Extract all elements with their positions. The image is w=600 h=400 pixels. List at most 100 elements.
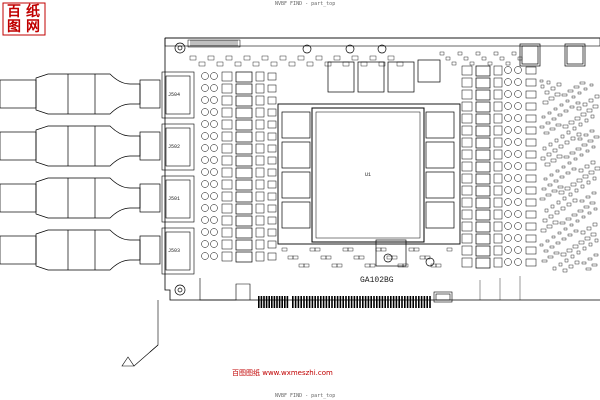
pcie-finger <box>308 296 311 308</box>
logo-char-2: 图 <box>7 19 21 35</box>
component-pad <box>548 214 554 219</box>
component-pad <box>551 117 557 121</box>
component-pad <box>267 120 277 129</box>
component-pad <box>557 113 563 117</box>
capacitor <box>210 156 218 164</box>
component-pad <box>547 255 554 259</box>
component-pad <box>235 227 253 239</box>
component-pad <box>235 215 253 227</box>
component-pad <box>579 81 586 85</box>
pcie-edge-connector <box>258 296 431 308</box>
component-pad <box>221 179 233 190</box>
component-pad <box>255 251 265 262</box>
component-pad <box>584 164 590 169</box>
component-pad <box>549 173 554 177</box>
component-pad <box>578 168 584 173</box>
component-pad <box>446 247 453 252</box>
component-pad <box>525 90 537 99</box>
component-pad <box>570 136 576 141</box>
pcie-finger <box>356 296 358 308</box>
capacitor <box>504 138 512 146</box>
component-pad <box>542 100 549 105</box>
capacitor <box>210 168 218 176</box>
component-pad <box>235 83 253 95</box>
watermark: 百图图纸 www.wxmeszhi.com <box>232 369 333 377</box>
component-pad <box>221 215 233 226</box>
component-pad <box>353 255 360 260</box>
pcie-finger <box>350 296 353 308</box>
component-pad <box>573 85 580 89</box>
capacitor <box>514 198 522 206</box>
component-pad <box>267 240 277 249</box>
component-pad <box>563 227 568 231</box>
component-pad <box>540 84 545 89</box>
logo-frame <box>2 2 46 36</box>
component-pad <box>587 139 594 143</box>
component-pad <box>571 167 577 171</box>
component-pad <box>234 61 242 67</box>
component-pad <box>475 197 491 209</box>
pcie-finger <box>286 296 289 308</box>
component-pad <box>543 249 549 253</box>
component-pad <box>402 263 409 268</box>
component-pad <box>554 210 560 215</box>
capacitor <box>201 156 209 164</box>
component-pad <box>235 167 253 179</box>
component-pad <box>567 89 574 93</box>
component-pad <box>505 61 511 66</box>
mounting-holes <box>174 42 435 296</box>
bottom-caption: NVBF FIND - part_top <box>275 393 336 399</box>
component-pad <box>560 134 565 139</box>
component-pad <box>430 263 437 268</box>
component-pad <box>577 209 584 213</box>
component-pad <box>493 197 503 208</box>
pcie-finger <box>404 296 406 308</box>
pcie-finger <box>398 296 400 308</box>
component-pad <box>558 262 563 267</box>
pcie-finger <box>373 296 375 308</box>
component-pad <box>198 61 206 67</box>
component-pad <box>493 101 503 112</box>
component-pad <box>387 55 395 61</box>
capacitor <box>514 174 522 182</box>
connector-label-1: J504 <box>168 92 180 98</box>
component-pad <box>585 267 592 271</box>
component-pad <box>281 247 288 252</box>
pcie-finger <box>325 296 328 308</box>
component-pad <box>457 51 463 56</box>
component-pad <box>221 143 233 154</box>
pcie-finger <box>423 296 426 308</box>
component-pad <box>493 51 499 56</box>
component-pad <box>593 207 598 211</box>
component-pad <box>267 108 277 117</box>
capacitor <box>210 240 218 248</box>
component-pad <box>546 152 552 157</box>
pcie-finger <box>263 296 265 308</box>
capacitor <box>201 192 209 200</box>
component-pad <box>475 125 491 137</box>
component-pad <box>572 126 577 131</box>
component-pad <box>553 251 560 255</box>
capacitor <box>514 162 522 170</box>
component-pad <box>493 125 503 136</box>
component-pad <box>539 243 544 247</box>
component-pad <box>559 221 566 225</box>
component-pad <box>559 175 565 179</box>
capacitor <box>504 246 512 254</box>
component-pad <box>252 61 260 67</box>
component-pad <box>461 221 473 232</box>
component-pad <box>461 89 473 100</box>
component-pad <box>419 255 426 260</box>
component-pad <box>567 233 573 237</box>
component-pad <box>582 246 587 251</box>
component-pad <box>270 61 278 67</box>
component-pad <box>475 257 491 269</box>
component-pad <box>553 107 558 111</box>
capacitor <box>210 216 218 224</box>
capacitor <box>210 120 218 128</box>
pcie-finger <box>300 296 302 308</box>
component-pad <box>475 173 491 185</box>
pcie-finger <box>392 296 395 308</box>
capacitor <box>201 216 209 224</box>
component-pad <box>333 55 341 61</box>
